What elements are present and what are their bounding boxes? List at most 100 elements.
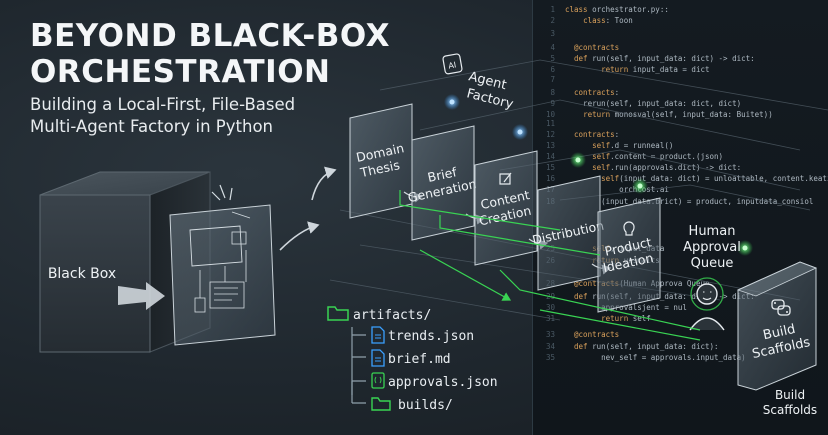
code-keyword: @contracts bbox=[574, 43, 620, 52]
lightbulb-icon bbox=[623, 221, 635, 236]
line-number: 16 bbox=[545, 174, 555, 183]
code-keyword: class bbox=[583, 16, 606, 25]
code-text: return monosval(self, input_data: Buitet… bbox=[583, 110, 773, 119]
line-number: 13 bbox=[545, 141, 555, 150]
code-text: self.d = runneal() bbox=[592, 141, 674, 150]
code-keyword: return bbox=[601, 314, 629, 323]
line-number: 14 bbox=[545, 152, 555, 161]
code-keyword: return bbox=[601, 65, 629, 74]
line-number: 30 bbox=[545, 303, 555, 312]
code-line: 2 class: Toon bbox=[533, 15, 633, 27]
file-icon bbox=[371, 349, 385, 367]
code-keyword: @contracts bbox=[574, 279, 620, 288]
code-keyword: self bbox=[592, 163, 611, 172]
line-number: 11 bbox=[545, 119, 555, 128]
code-text: rerun(self, input_data: dict, dict) bbox=[565, 99, 742, 108]
code-line: 35 nev_self = approvals.input_data) bbox=[533, 352, 746, 364]
line-number: 15 bbox=[545, 163, 555, 172]
folder-icon bbox=[327, 306, 349, 321]
line-number: 10 bbox=[545, 110, 555, 119]
green-routing-lines bbox=[399, 190, 701, 341]
code-keyword: def bbox=[574, 292, 588, 301]
human-queue-line3: Queue bbox=[691, 256, 734, 271]
stage-label: Brief bbox=[426, 164, 458, 185]
code-text: approvalsjent = nul bbox=[565, 303, 687, 312]
black-box-label: Black Box bbox=[48, 266, 116, 282]
folder-icon bbox=[371, 397, 391, 411]
code-text: class: Toon bbox=[583, 16, 633, 25]
code-keyword: self bbox=[592, 141, 611, 150]
line-number: 35 bbox=[545, 353, 555, 362]
code-text: self.run(approvals.dict) -> dict: bbox=[592, 163, 742, 172]
subtitle-line-1: Building a Local-First, File-Based bbox=[30, 95, 296, 114]
flow-arrow bbox=[279, 221, 320, 251]
code-line: 11 bbox=[533, 118, 565, 130]
code-line: 3 bbox=[533, 28, 565, 40]
code-keyword: def bbox=[574, 342, 588, 351]
exploded-internals bbox=[169, 184, 276, 346]
code-line: 7 bbox=[533, 74, 565, 86]
json-file-icon bbox=[371, 372, 385, 389]
code-text: class orchestrator.py:: bbox=[565, 5, 669, 14]
code-line: 30 approvalsjent = nul bbox=[533, 302, 687, 314]
code-text: return input_data = dict bbox=[601, 65, 710, 74]
code-keyword: class bbox=[565, 5, 588, 14]
code-text: @contracts bbox=[565, 330, 619, 339]
code-line: 13 self.d = runneal() bbox=[533, 140, 673, 152]
code-keyword: contracts bbox=[574, 88, 615, 97]
line-number: 33 bbox=[545, 330, 555, 339]
line-number: 7 bbox=[550, 75, 555, 84]
code-keyword: return bbox=[583, 110, 611, 119]
code-keyword: self bbox=[601, 174, 620, 183]
code-text: (input_data.brict) = product, inputdata_… bbox=[565, 197, 814, 206]
code-keyword: contracts bbox=[574, 130, 615, 139]
subtitle-line-2: Multi-Agent Factory in Python bbox=[30, 117, 274, 136]
code-line: 6 return input_data = dict bbox=[533, 64, 710, 76]
agent-factory-icon-text: AI bbox=[448, 60, 457, 70]
code-text: self.content = product.(json) bbox=[592, 152, 724, 161]
code-keyword: @contracts bbox=[574, 330, 620, 339]
title-line-2: ORCHESTRATION bbox=[30, 54, 331, 90]
code-line: 14 self.content = product.(json) bbox=[533, 151, 723, 163]
code-line: 8 contracts: bbox=[533, 87, 619, 99]
code-line: 34 def run(self, input_data: dict): bbox=[533, 341, 719, 353]
line-number: 2 bbox=[550, 16, 555, 25]
artifact-item-3: approvals.json bbox=[388, 375, 498, 390]
artifacts-root-label: artifacts/ bbox=[353, 308, 431, 323]
page-subtitle: Building a Local-First, File-Based Multi… bbox=[30, 94, 295, 138]
code-keyword: def bbox=[574, 54, 588, 63]
pipeline-stage: Distribution bbox=[531, 175, 612, 291]
line-number: 34 bbox=[545, 342, 555, 351]
line-number: 5 bbox=[550, 54, 555, 63]
code-line: 1 class orchestrator.py:: bbox=[533, 4, 669, 16]
line-number: 1 bbox=[550, 5, 555, 14]
artifact-item-2: brief.md bbox=[388, 352, 451, 367]
line-number: 4 bbox=[550, 43, 555, 52]
line-number: 8 bbox=[550, 88, 555, 97]
line-number: 9 bbox=[550, 99, 555, 108]
page-title: BEYOND BLACK-BOX ORCHESTRATION bbox=[30, 18, 390, 90]
human-approval-queue: Human Approval Queue bbox=[683, 224, 741, 331]
build-scaffolds-caption-line2: Scaffolds bbox=[763, 403, 817, 417]
line-number: 6 bbox=[550, 65, 555, 74]
code-line: 33 @contracts bbox=[533, 329, 619, 341]
stage-panel bbox=[597, 197, 661, 313]
title-line-1: BEYOND BLACK-BOX bbox=[30, 18, 391, 54]
code-line: 10 return monosval(self, input_data: Bui… bbox=[533, 109, 773, 121]
code-line: 15 self.run(approvals.dict) -> dict: bbox=[533, 162, 741, 174]
code-line: 5 def run(self, input_data: dict) -> dic… bbox=[533, 53, 754, 65]
build-scaffolds-box: Build Scaffolds bbox=[736, 261, 818, 391]
artifact-item-4: builds/ bbox=[398, 398, 453, 413]
human-queue-line1: Human bbox=[689, 224, 736, 239]
code-text: def run(self, input_data: dict): bbox=[574, 342, 719, 351]
code-text: nev_self = approvals.input_data) bbox=[565, 353, 746, 362]
file-icon bbox=[371, 326, 385, 344]
code-text: @contracts bbox=[565, 43, 619, 52]
code-text: contracts: bbox=[574, 88, 620, 97]
